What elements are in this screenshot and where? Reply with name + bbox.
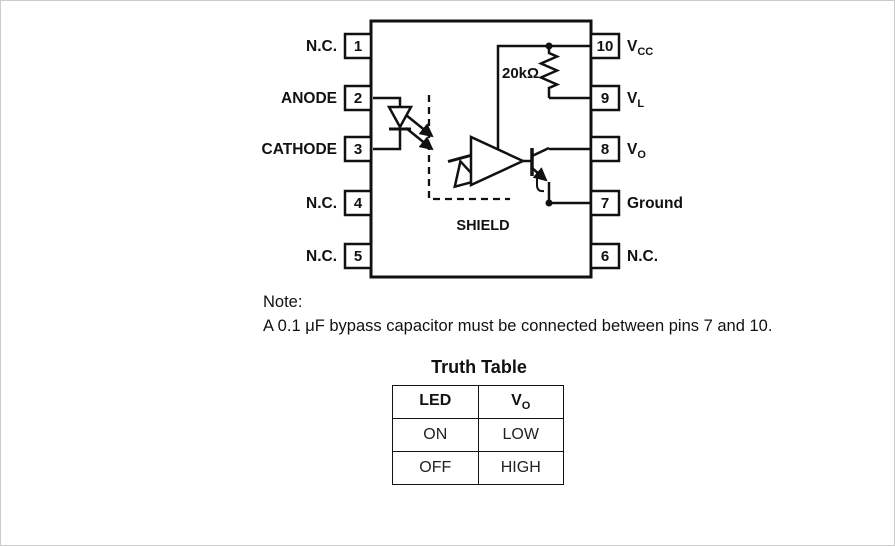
pin-label-ground: Ground: [627, 195, 683, 212]
pin-number-10: 10: [597, 38, 614, 55]
led-triangle: [386, 105, 414, 130]
truth-table-cell: ON: [392, 418, 479, 452]
pin-label-vcc: VCC: [627, 38, 653, 58]
emission-arrow: [405, 114, 434, 138]
circuit-diagram: 20kΩ SHIELD 1 N.C. 2 ANODE 3 CATHODE 4 N…: [262, 19, 683, 279]
pullup-resistor: [537, 46, 561, 98]
pin-box-1: [343, 32, 373, 60]
pin-box-5: [343, 242, 373, 270]
pin-number-5: 5: [354, 248, 362, 265]
pin-label-nc-1: N.C.: [306, 38, 337, 55]
emission-arrow: [405, 127, 434, 151]
pin-box-10: [589, 32, 621, 60]
pin-box-9: [589, 84, 621, 112]
truth-table-cell: OFF: [392, 451, 479, 485]
truth-table: LED VO ON LOW OFF HIGH: [392, 385, 564, 485]
pin-number-2: 2: [354, 90, 362, 107]
pin-label-anode: ANODE: [281, 90, 337, 107]
pin-box-3: [343, 135, 373, 163]
truth-table-title: Truth Table: [431, 357, 527, 377]
truth-table-cell: LOW: [477, 418, 564, 452]
note-text: A 0.1 μF bypass capacitor must be connec…: [263, 317, 773, 335]
vcc-rail-wire: [496, 44, 591, 150]
output-transistor: [523, 146, 551, 203]
pin-label-cathode: CATHODE: [262, 141, 338, 158]
truth-table-section: Truth Table LED VO ON LOW OFF HIGH: [392, 357, 566, 485]
note-heading: Note:: [263, 293, 303, 311]
truth-table-row-on: ON LOW: [392, 418, 564, 452]
pin-number-6: 6: [601, 248, 609, 265]
note-block: Note: A 0.1 μF bypass capacitor must be …: [263, 290, 772, 338]
light-emission-arrows: [405, 114, 434, 151]
pin-box-8: [589, 135, 621, 163]
pin-box-2: [343, 84, 373, 112]
pin-number-3: 3: [354, 141, 362, 158]
truth-table-cell: HIGH: [477, 451, 564, 485]
photodiode-bar: [447, 153, 472, 163]
left-pins: 1 N.C. 2 ANODE 3 CATHODE 4 N.C. 5 N.C.: [262, 32, 373, 270]
pin-number-4: 4: [354, 195, 363, 212]
pin-number-8: 8: [601, 141, 609, 158]
truth-table-header-vo: VO: [477, 385, 564, 419]
resistor-label: 20kΩ: [502, 65, 539, 82]
amplifier-triangle: [469, 135, 526, 187]
substrate-hook: [536, 172, 545, 193]
pin-number-9: 9: [601, 90, 609, 107]
shield-boundary: [427, 95, 510, 201]
truth-table-row-off: OFF HIGH: [392, 451, 564, 485]
pin-number-7: 7: [601, 195, 609, 212]
anode-wire: [373, 96, 402, 107]
pin-label-nc-6: N.C.: [627, 248, 658, 265]
pin-box-6: [589, 242, 621, 270]
shield-label: SHIELD: [456, 218, 509, 234]
pin-label-nc-5: N.C.: [306, 248, 337, 265]
right-pins: 10 VCC 9 VL 8 VO 7 Ground 6 N.C.: [589, 32, 683, 270]
pin-label-nc-4: N.C.: [306, 195, 337, 212]
internal-wiring: [373, 42, 591, 207]
truth-table-header-led: LED: [392, 385, 479, 419]
truth-table-header-row: LED VO: [392, 385, 564, 419]
pin-box-7: [589, 189, 621, 217]
pin-number-1: 1: [354, 38, 362, 55]
led-symbol: [386, 105, 414, 131]
emitter-arrow: [531, 167, 548, 182]
cathode-wire: [373, 129, 402, 151]
collector-wire: [531, 146, 550, 158]
pin-box-4: [343, 189, 373, 217]
pin-label-vl: VL: [627, 90, 644, 110]
pin-label-vo: VO: [627, 141, 646, 161]
